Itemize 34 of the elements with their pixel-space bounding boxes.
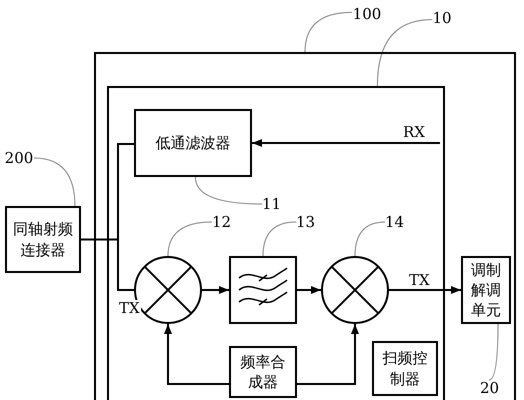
arrow <box>252 139 440 147</box>
leader-line <box>488 324 498 380</box>
arrow <box>164 324 229 385</box>
module-frame <box>94 52 516 400</box>
leader-line <box>34 158 76 206</box>
edge-label: TX <box>408 272 431 288</box>
callout-number: 13 <box>296 214 314 230</box>
leader-line <box>168 222 212 256</box>
callout-number: 10 <box>432 10 452 26</box>
mixer-symbol <box>321 256 389 324</box>
leader-line <box>194 176 262 204</box>
block-box: 调制解调单元 <box>461 256 511 324</box>
connector-line <box>81 238 134 291</box>
block-box: 频率合成器 <box>229 346 297 398</box>
leader-line <box>376 19 432 86</box>
leader-line <box>262 222 296 256</box>
callout-number: 200 <box>4 150 34 166</box>
callout-number: 100 <box>352 6 382 22</box>
edge-label: TX <box>118 300 141 316</box>
callout-number: 11 <box>262 196 280 212</box>
leader-line <box>304 12 352 52</box>
filter-box <box>229 256 297 324</box>
block-box: 同轴射频连接器 <box>5 206 81 273</box>
block-box: 低通滤波器 <box>134 109 252 177</box>
arrow <box>297 286 321 294</box>
arrow <box>297 324 359 385</box>
arrow <box>389 286 461 294</box>
callout-number: 12 <box>212 214 230 230</box>
arrow <box>202 286 229 294</box>
leader-line <box>354 222 386 256</box>
edge-label: RX <box>402 124 426 140</box>
callout-number: 14 <box>385 214 403 230</box>
callout-number: 20 <box>480 380 498 396</box>
block-box: 扫频控制器 <box>372 341 438 396</box>
